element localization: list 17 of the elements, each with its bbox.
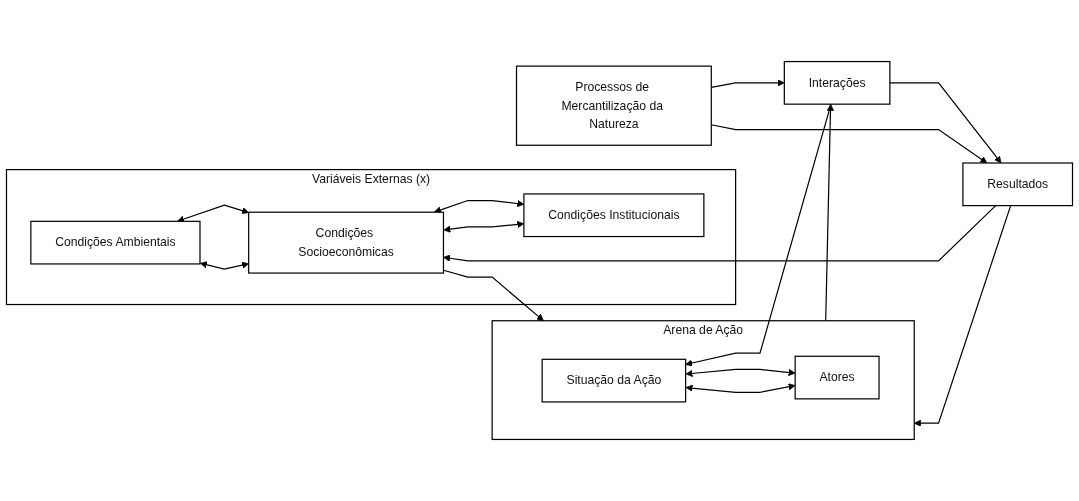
node-box: Condições Ambientais [30, 220, 201, 265]
node-box: Processos de Mercantilização da Natureza [515, 65, 712, 146]
node-box: Resultados [962, 162, 1074, 207]
arrow [685, 368, 796, 377]
node-box: Condições Socioeconômicas [248, 211, 445, 274]
node-box: Atores [794, 355, 880, 400]
node-box: Situação da Ação [541, 358, 687, 403]
arrow [177, 204, 249, 223]
arrow [200, 261, 249, 270]
arrow [889, 82, 1002, 164]
arrow [443, 205, 997, 262]
arrow [913, 205, 1012, 427]
node-box: Condições Institucionais [523, 193, 705, 238]
arrow [825, 103, 835, 322]
node-box: Interações [783, 60, 891, 105]
arrow [685, 383, 796, 393]
arrow [442, 269, 544, 322]
